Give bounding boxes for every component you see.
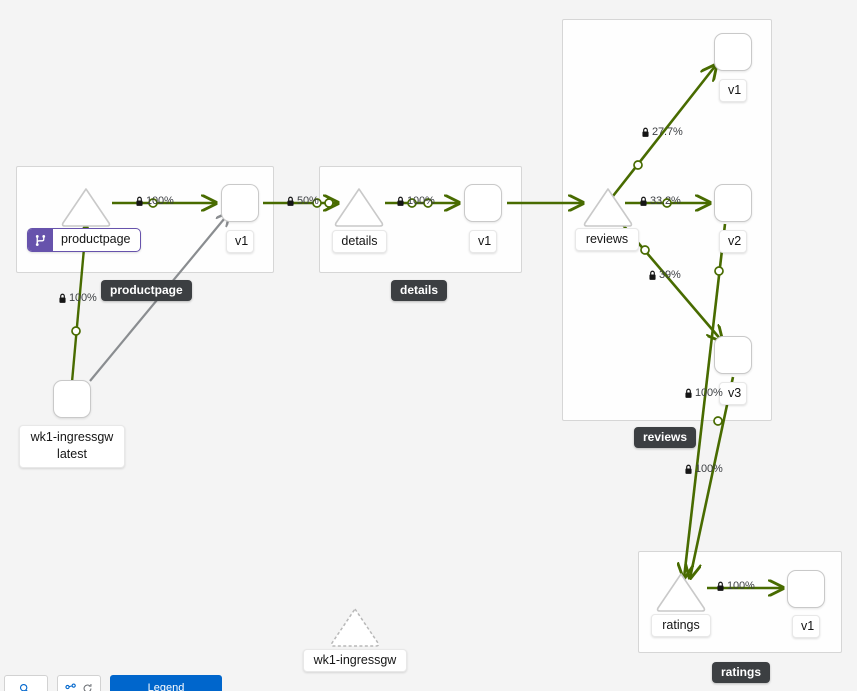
workload-node-label-reviews-v3: v3 bbox=[719, 382, 747, 405]
service-node-label-wk1-ingressgw-idle: wk1-ingressgw bbox=[303, 649, 407, 672]
edge-label-reviews-to-v2: 33.2% bbox=[639, 196, 681, 207]
edge-label-productpage-service-to-v1: 100% bbox=[135, 196, 174, 207]
magnifier-icon bbox=[19, 683, 28, 691]
edge-label-reviews-to-v3: 39% bbox=[648, 270, 681, 281]
workload-box bbox=[714, 184, 752, 222]
service-triangle-icon bbox=[330, 608, 380, 647]
service-triangle-icon bbox=[583, 188, 633, 227]
service-node-label-reviews: reviews bbox=[575, 228, 639, 251]
lock-icon bbox=[649, 270, 656, 280]
workload-box bbox=[714, 336, 752, 374]
workload-node-label-wk1-ingressgw: wk1-ingressgw latest bbox=[19, 425, 125, 468]
service-triangle-icon bbox=[334, 188, 384, 227]
edge-label-reviews-v3-to-ratings: 100% bbox=[684, 464, 723, 475]
workload-label-line2: latest bbox=[57, 447, 87, 461]
group-badge-productpage[interactable]: productpage bbox=[101, 280, 192, 301]
legend-button[interactable]: Legend bbox=[110, 675, 222, 691]
fit-to-screen-button[interactable] bbox=[57, 675, 101, 691]
service-node-wk1-ingressgw-idle[interactable] bbox=[329, 605, 381, 649]
lock-icon bbox=[287, 196, 294, 206]
layout-icon bbox=[65, 682, 76, 689]
workload-box bbox=[221, 184, 259, 222]
service-triangle-icon bbox=[656, 573, 706, 612]
lock-icon bbox=[685, 388, 692, 398]
virtual-service-icon bbox=[28, 229, 53, 251]
workload-box bbox=[714, 33, 752, 71]
group-badge-ratings[interactable]: ratings bbox=[712, 662, 771, 683]
workload-node-label-ratings-v1: v1 bbox=[792, 615, 820, 638]
group-badge-details[interactable]: details bbox=[391, 280, 448, 301]
legend-button-label: Legend bbox=[147, 682, 185, 691]
service-node-reviews[interactable] bbox=[582, 185, 634, 229]
lock-icon bbox=[685, 464, 692, 474]
service-node-label-ratings: ratings bbox=[651, 614, 711, 637]
bottom-toolbar[interactable]: Legend bbox=[0, 675, 222, 691]
service-node-ratings[interactable] bbox=[655, 570, 707, 614]
edge-label-reviews-to-v1: 27.7% bbox=[641, 127, 683, 138]
workload-label-line1: wk1-ingressgw bbox=[30, 430, 114, 444]
lock-icon bbox=[59, 293, 66, 303]
workload-node-label-details-v1: v1 bbox=[469, 230, 497, 253]
service-node-productpage[interactable] bbox=[60, 185, 112, 229]
service-node-label-details: details bbox=[332, 230, 387, 253]
workload-box bbox=[787, 570, 825, 608]
workload-box bbox=[464, 184, 502, 222]
lock-icon bbox=[640, 196, 647, 206]
edge-label-ratings-service-to-v1: 100% bbox=[716, 581, 755, 592]
workload-node-label-productpage-v1: v1 bbox=[226, 230, 254, 253]
lock-icon bbox=[717, 581, 724, 591]
service-node-label-productpage: productpage bbox=[61, 232, 131, 246]
group-badge-reviews[interactable]: reviews bbox=[634, 427, 697, 448]
service-node-details[interactable] bbox=[333, 185, 385, 229]
workload-node-label-reviews-v1: v1 bbox=[719, 79, 747, 102]
virtualservice-label-productpage[interactable]: productpage bbox=[27, 228, 141, 252]
lock-icon bbox=[642, 127, 649, 137]
edge-label-details-service-to-v1: 100% bbox=[396, 196, 435, 207]
edge-label-ingressgw-to-productpage: 100% bbox=[58, 293, 97, 304]
reset-icon bbox=[83, 683, 92, 691]
zoom-control-button[interactable] bbox=[4, 675, 48, 691]
workload-node-label-reviews-v2: v2 bbox=[719, 230, 747, 253]
workload-box bbox=[53, 380, 91, 418]
lock-icon bbox=[397, 196, 404, 206]
edge-label-productpage-v1-to-details: 50% bbox=[286, 196, 319, 207]
service-triangle-icon bbox=[61, 188, 111, 227]
edge-label-reviews-v2-to-ratings-upper: 100% bbox=[684, 388, 723, 399]
lock-icon bbox=[136, 196, 143, 206]
